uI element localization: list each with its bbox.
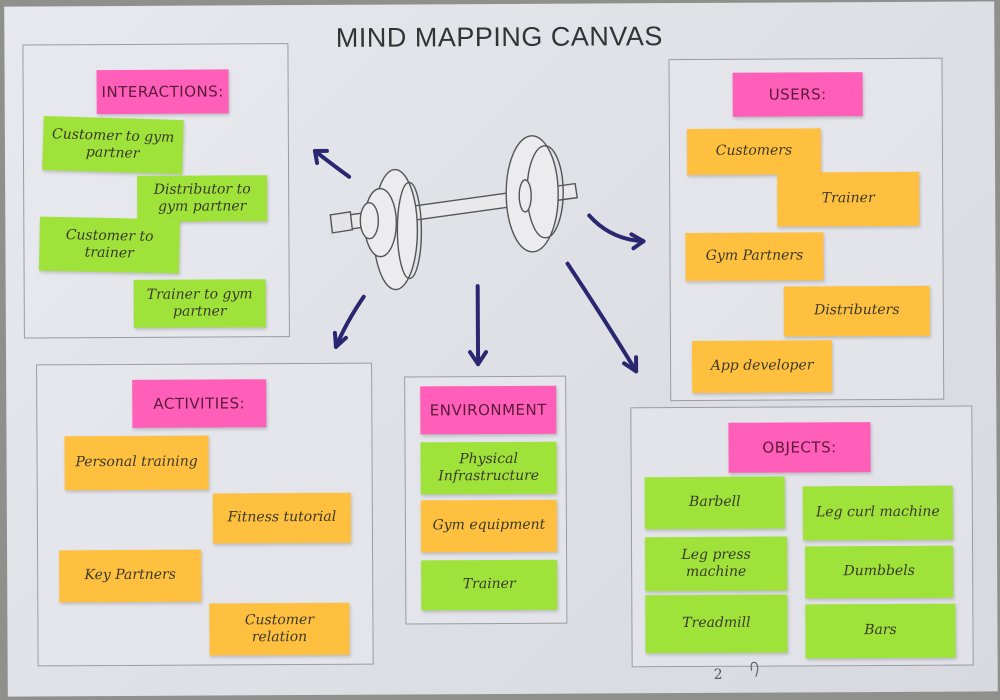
paper-sheet: MIND MAPPING CANVAS INTERACTIONS: Custom… bbox=[4, 1, 998, 697]
barbell-diagram bbox=[312, 135, 759, 677]
arrow-icon bbox=[312, 148, 646, 374]
hand-mark-icon bbox=[750, 661, 759, 677]
barbell-drawing-icon bbox=[329, 135, 579, 291]
page-number: 2 bbox=[713, 666, 723, 683]
